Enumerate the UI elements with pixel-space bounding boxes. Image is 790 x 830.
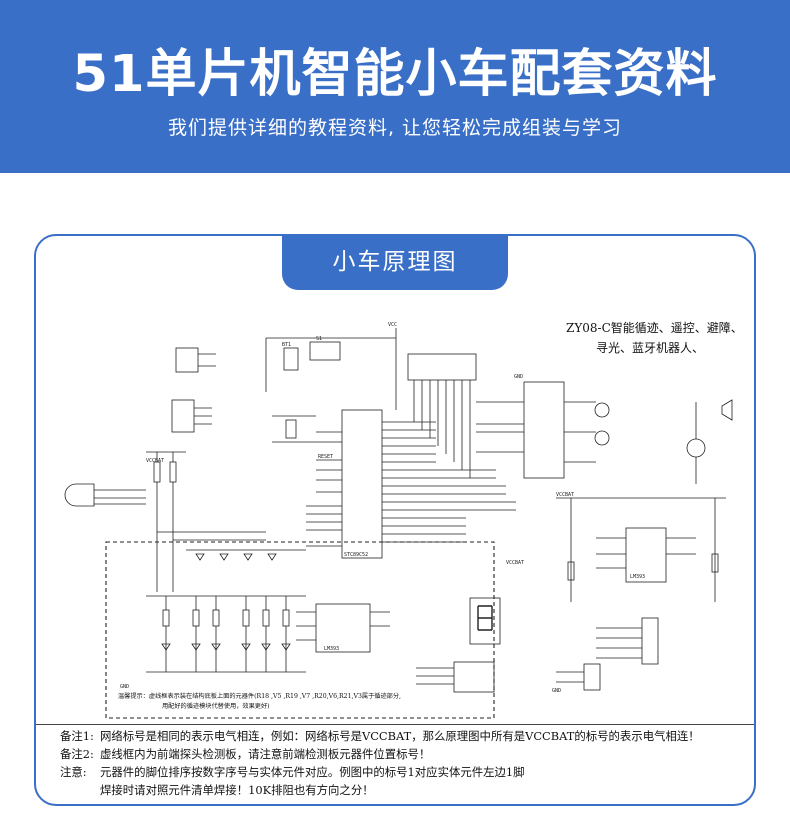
label-mcu: STC89C52 xyxy=(344,552,368,558)
label-vccbat-1: VCCBAT xyxy=(146,458,164,464)
note-1: 备注1: 网络标号是相同的表示电气相连，例如：网络标号是VCCBAT，那么原理图中… xyxy=(60,728,700,744)
note-3-text: 元器件的脚位排序按数字序号与实体元件对应。例图中的标号1对应实体元件左边1脚 xyxy=(100,765,525,779)
page-title: 51单片机智能小车配套资料 xyxy=(72,45,718,104)
note-3-continued: 焊接时请对照元件清单焊接！10K排阻也有方向之分！ xyxy=(100,783,374,797)
label-lm393-lower: LM393 xyxy=(324,646,339,652)
section-tab: 小车原理图 xyxy=(282,234,508,290)
notes-section: 备注1: 网络标号是相同的表示电气相连，例如：网络标号是VCCBAT，那么原理图中… xyxy=(36,724,754,804)
schematic-hint: 温馨提示：虚线框表示装在结构底板上面的元器件(R18 ,V5 ,R19 ,V7 … xyxy=(118,692,401,700)
label-vcc: VCC xyxy=(388,322,397,328)
schematic-hint-2: 用配好的循迹模块代替使用，效果更好) xyxy=(162,702,270,710)
schematic-title-line2: 寻光、蓝牙机器人、 xyxy=(596,341,705,355)
comparator-chip-lower xyxy=(315,603,371,653)
label-reset: RESET xyxy=(318,454,333,460)
page-subtitle: 我们提供详细的教程资料, 让您轻松完成组装与学习 xyxy=(167,117,623,139)
label-gnd-3: GND xyxy=(552,688,561,694)
note-2-text: 虚线框内为前端探头检测板，请注意前端检测板元器件位置标号！ xyxy=(100,747,431,761)
label-bt1: BT1 xyxy=(282,342,291,348)
label-gnd-1: GND xyxy=(514,374,523,380)
note-1-text: 网络标号是相同的表示电气相连，例如：网络标号是VCCBAT，那么原理图中所有是V… xyxy=(100,729,700,743)
note-2-tag: 备注2: xyxy=(60,747,94,761)
label-s1: S1 xyxy=(316,336,322,342)
note-1-tag: 备注1: xyxy=(60,729,94,743)
label-vccbat-2: VCCBAT xyxy=(506,560,524,566)
mcu-chip xyxy=(341,409,383,559)
content-panel xyxy=(34,234,756,806)
note-3-tag: 注意: xyxy=(60,765,87,779)
schematic-title-line1: ZY08-C智能循迹、遥控、避障、 xyxy=(566,321,743,335)
comparator-chip-right xyxy=(625,527,667,583)
label-vccbat-3: VCCBAT xyxy=(556,492,574,498)
label-gnd-2: GND xyxy=(120,684,129,690)
note-3: 注意: 元器件的脚位排序按数字序号与实体元件对应。例图中的标号1对应实体元件左边1… xyxy=(60,764,525,780)
header-banner: 51单片机智能小车配套资料 我们提供详细的教程资料, 让您轻松完成组装与学习 xyxy=(0,0,790,173)
label-lm393-right: LM393 xyxy=(630,574,645,580)
circuit-schematic: VCC STC89C52 RESET BT1 S1 LM393 LM393 VC… xyxy=(64,322,733,719)
schematic-title: ZY08-C智能循迹、遥控、避障、 寻光、蓝牙机器人、 xyxy=(566,318,756,358)
driver-chip xyxy=(523,381,565,479)
note-2: 备注2: 虚线框内为前端探头检测板，请注意前端检测板元器件位置标号！ xyxy=(60,746,430,762)
